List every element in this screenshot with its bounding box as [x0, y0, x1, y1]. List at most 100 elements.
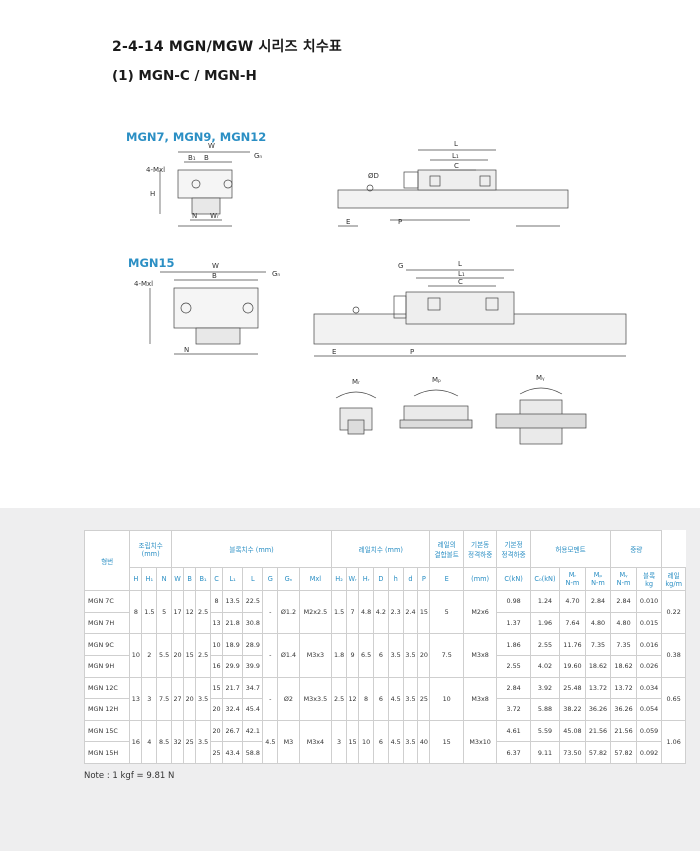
cell-WR: 7 — [345, 589, 360, 635]
cell-d: 3.5 — [402, 676, 419, 721]
cell-H: 10 — [129, 633, 143, 678]
cell-rail-weight: 0.38 — [661, 633, 686, 678]
label-P-large: P — [410, 348, 414, 356]
col-weight: 중량 — [610, 530, 663, 568]
cell-D: 6 — [372, 633, 389, 678]
cell-d: 2.4 — [402, 589, 419, 635]
label-B: B — [204, 154, 209, 162]
cell-C: 20 — [209, 698, 224, 721]
cell-model: MGN 12H — [83, 698, 131, 721]
label-B-large: B — [212, 272, 217, 280]
cell-bolt: M2x6 — [462, 589, 498, 635]
cell-C: 25 — [209, 741, 224, 764]
label-C-large: C — [458, 278, 463, 286]
cell-block-weight: 0.010 — [635, 590, 663, 613]
cell-H1: 4 — [141, 719, 158, 765]
cell-G: 4.5 — [262, 719, 279, 765]
side-view-large — [313, 269, 627, 357]
cell-L1: 43.4 — [222, 741, 244, 764]
cell-mp: 18.62 — [584, 654, 612, 678]
cell-my: 7.35 — [610, 633, 637, 656]
cell-L1: 13.5 — [222, 590, 244, 613]
label-E: E — [346, 218, 350, 226]
cell-Gn: M3 — [277, 719, 300, 765]
cell-P: 25 — [417, 676, 431, 721]
side-view-small — [337, 149, 569, 227]
cell-L1: 32.4 — [222, 698, 244, 721]
label-G: G — [398, 262, 403, 270]
sub-d: d — [402, 567, 419, 591]
cell-H1: 2 — [141, 633, 158, 678]
page-title: 2-4-14 MGN/MGW 시리즈 치수표 — [112, 39, 343, 55]
cell-my: 13.72 — [610, 676, 637, 700]
cell-cdyn: 1.37 — [496, 611, 531, 635]
cell-mp: 57.82 — [584, 741, 612, 764]
cell-H2: 1.8 — [331, 633, 347, 678]
cell-block-weight: 0.034 — [635, 676, 663, 700]
cell-Gn: Ø1.4 — [277, 633, 300, 678]
cell-c0: 4.02 — [529, 654, 561, 678]
cell-mr: 38.22 — [559, 698, 586, 721]
cell-L: 34.7 — [242, 676, 264, 700]
cell-d: 3.5 — [402, 719, 419, 765]
cell-N: 7.5 — [156, 676, 172, 721]
sub-P: P — [417, 567, 431, 591]
cell-B1: 2.5 — [195, 589, 211, 635]
sub-B: B — [183, 567, 197, 591]
cell-E: 5 — [429, 589, 464, 635]
cell-mr: 45.08 — [559, 719, 586, 743]
label-Mxl: 4-Mxl — [146, 166, 165, 174]
cell-W: 20 — [170, 633, 185, 678]
cell-P: 40 — [417, 719, 431, 765]
sub-H2: H₂ — [331, 567, 347, 591]
cell-Mxl: M3x4 — [298, 719, 333, 765]
cell-C: 8 — [209, 590, 224, 613]
sub-D: D — [372, 567, 389, 591]
cell-P: 20 — [417, 633, 431, 678]
cell-C: 20 — [209, 719, 224, 743]
sub-L1: L₁ — [222, 567, 244, 591]
cell-H2: 3 — [331, 719, 347, 765]
cell-mr: 4.70 — [559, 590, 586, 613]
cell-D: 4.2 — [372, 589, 389, 635]
cell-C: 10 — [209, 633, 224, 656]
cell-c0: 1.24 — [529, 590, 561, 613]
cell-my: 21.56 — [610, 719, 637, 743]
cell-P: 15 — [417, 589, 431, 635]
label-Gn-large: Gₙ — [272, 270, 280, 278]
cell-W: 27 — [170, 676, 185, 721]
cell-rail-weight: 0.65 — [661, 676, 686, 721]
cell-d: 3.5 — [402, 633, 419, 678]
unit-note: Note : 1 kgf = 9.81 N — [84, 771, 175, 781]
cell-L1: 21.7 — [222, 676, 244, 700]
technical-drawings: MGN7, MGN9, MGN12 MGN15 — [0, 100, 700, 520]
cell-cdyn: 2.84 — [496, 676, 531, 700]
sub-c0kn: C₀(kN) — [529, 567, 561, 591]
cell-E: 15 — [429, 719, 464, 765]
front-view-large — [149, 271, 266, 355]
label-P: P — [398, 218, 402, 226]
sub-N: N — [156, 567, 172, 591]
sub-B1: B₁ — [195, 567, 211, 591]
cell-H1: 3 — [141, 676, 158, 721]
cell-h: 4.5 — [387, 719, 404, 765]
cell-my: 4.80 — [610, 611, 637, 635]
sub-L: L — [242, 567, 264, 591]
cell-HR: 8 — [358, 676, 374, 721]
cell-my: 2.84 — [610, 590, 637, 613]
cell-mp: 2.84 — [584, 590, 612, 613]
cell-W: 17 — [170, 589, 185, 635]
caption-mgn7-9-12: MGN7, MGN9, MGN12 — [126, 130, 267, 144]
cell-H: 8 — [129, 589, 143, 635]
label-L: L — [454, 140, 458, 148]
cell-block-weight: 0.054 — [635, 698, 663, 721]
sub-mm: (mm) — [462, 567, 498, 591]
label-L1-large: L₁ — [458, 270, 465, 278]
